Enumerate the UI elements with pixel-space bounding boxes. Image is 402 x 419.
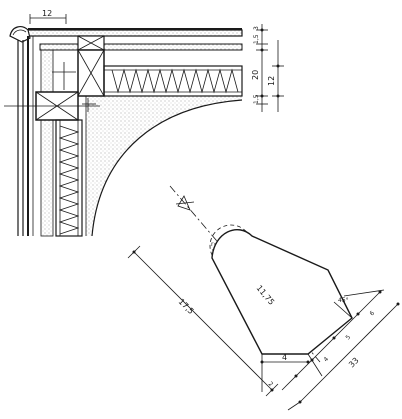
small-dim-left: 2 — [267, 380, 275, 388]
truss-horizontal-web — [111, 68, 239, 94]
overall-dot-top — [132, 250, 136, 254]
truss-horizontal-frame — [103, 65, 243, 97]
side-dot-2 — [356, 312, 360, 316]
wall-insulation — [40, 49, 54, 237]
handrail-detail — [12, 29, 27, 36]
side-dim-outer-line — [299, 303, 399, 403]
side-dim-inner-line — [281, 291, 381, 391]
right-dot-1 — [260, 28, 264, 32]
plaster-cove-fill — [86, 96, 242, 236]
axis-arrow-line — [175, 201, 195, 205]
plaster-cove-curve — [91, 99, 243, 237]
side-dot-4 — [310, 358, 314, 362]
beam-main-x2 — [77, 49, 105, 97]
side-ext-mid — [307, 353, 323, 377]
overall-dim-line — [133, 251, 273, 391]
side-dim-label-2: 5 — [344, 334, 352, 342]
handrail-cap — [9, 26, 31, 43]
right-dot-5 — [276, 94, 280, 98]
profile-detail: r=3 45° 11,75 4 17,5 2 — [127, 185, 400, 411]
right-dim-label-2: 3 — [253, 26, 260, 30]
overall-label: 17,5 — [177, 297, 196, 316]
right-dimension-chain: 1,5 3 20 12 1,5 — [251, 24, 284, 112]
side-dim-label-4: 33 — [347, 356, 361, 370]
angle-label: 45° — [338, 297, 349, 304]
angle-line — [333, 301, 353, 319]
second-layer — [39, 43, 243, 51]
side-dot-3 — [332, 336, 336, 340]
right-dot-3 — [260, 94, 264, 98]
profile-outline — [211, 229, 353, 355]
side-tick-bottom — [287, 401, 301, 411]
right-dot-4 — [276, 64, 280, 68]
right-dim-label-4: 12 — [267, 76, 276, 86]
truss-vertical-frame — [55, 119, 83, 237]
top-slab — [27, 29, 243, 37]
right-dim-label-5: 1,5 — [253, 94, 260, 104]
overall-dot-bottom — [270, 388, 274, 392]
beam-top-x2 — [77, 35, 105, 51]
side-dim-label-1: 6 — [368, 310, 376, 318]
top-dim-label: 12 — [42, 9, 52, 18]
right-dot-2 — [260, 48, 264, 52]
side-dot-1 — [378, 290, 382, 294]
right-dim-label-3: 20 — [251, 70, 260, 80]
side-ext-top — [343, 289, 385, 297]
side-dot-7 — [294, 374, 298, 378]
truss-vertical-web — [58, 125, 80, 235]
right-dim-label-1: 1,5 — [253, 34, 260, 44]
wall-section: 12 — [4, 9, 243, 237]
side-dim-label-3: 4 — [322, 356, 330, 364]
bottom-width-label: 4 — [282, 353, 287, 362]
side-dot-5 — [396, 302, 400, 306]
